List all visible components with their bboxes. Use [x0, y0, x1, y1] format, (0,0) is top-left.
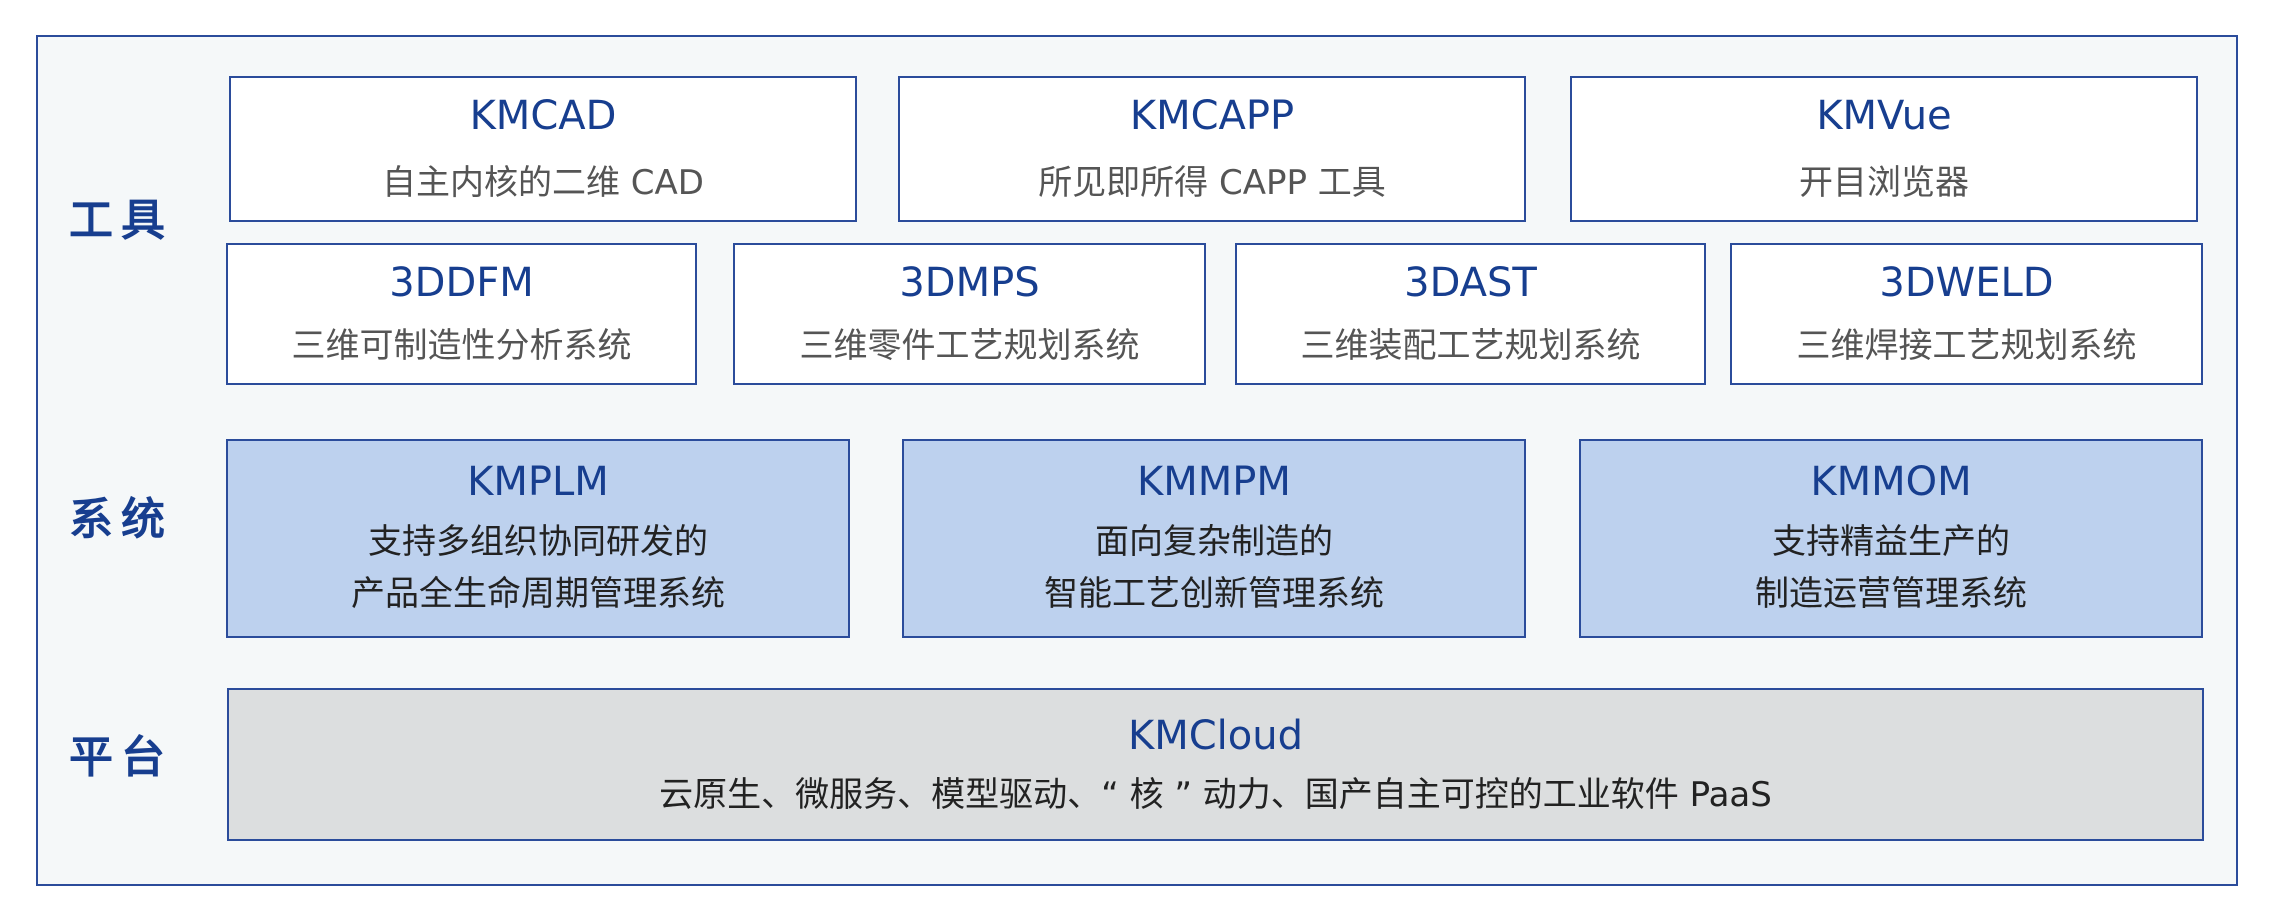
system-box-kmmom: KMMOM 支持精益生产的 制造运营管理系统 [1579, 439, 2203, 638]
product-title: KMCAPP [1129, 93, 1295, 139]
product-title: 3DAST [1404, 260, 1537, 306]
product-description-line1: 支持精益生产的 [1772, 521, 2010, 562]
platform-box-kmcloud: KMCloud 云原生、微服务、模型驱动、“ 核 ” 动力、国产自主可控的工业软… [227, 688, 2204, 841]
product-description-line2: 智能工艺创新管理系统 [1044, 573, 1384, 614]
tool-box-kmcad: KMCAD 自主内核的二维 CAD [229, 76, 857, 222]
layer-label-systems: 系统 [69, 494, 173, 545]
product-description-line1: 面向复杂制造的 [1095, 521, 1333, 562]
tool-box-3dmps: 3DMPS 三维零件工艺规划系统 [733, 243, 1206, 385]
product-description-line2: 制造运营管理系统 [1755, 573, 2027, 614]
system-box-kmplm: KMPLM 支持多组织协同研发的 产品全生命周期管理系统 [226, 439, 850, 638]
product-description: 三维焊接工艺规划系统 [1796, 326, 2137, 366]
layer-label-platform: 平台 [69, 732, 173, 783]
product-description: 三维装配工艺规划系统 [1300, 326, 1641, 366]
product-title: KMMOM [1810, 458, 1972, 505]
tool-box-3ddfm: 3DDFM 三维可制造性分析系统 [226, 243, 697, 385]
product-title: KMPLM [467, 458, 609, 505]
system-box-kmmpm: KMMPM 面向复杂制造的 智能工艺创新管理系统 [902, 439, 1526, 638]
product-title: KMVue [1816, 93, 1952, 139]
product-description: 开目浏览器 [1799, 163, 1969, 203]
product-description: 云原生、微服务、模型驱动、“ 核 ” 动力、国产自主可控的工业软件 PaaS [659, 774, 1772, 815]
product-title: 3DDFM [389, 260, 534, 306]
product-description: 三维可制造性分析系统 [291, 326, 632, 366]
layer-label-tools: 工具 [69, 195, 173, 246]
tool-box-3dast: 3DAST 三维装配工艺规划系统 [1235, 243, 1706, 385]
product-title: KMMPM [1137, 458, 1291, 505]
product-title: KMCloud [1128, 712, 1303, 759]
product-description: 三维零件工艺规划系统 [799, 326, 1140, 366]
tool-box-kmvue: KMVue 开目浏览器 [1570, 76, 2198, 222]
product-description: 所见即所得 CAPP 工具 [1038, 163, 1386, 203]
product-title: 3DMPS [899, 260, 1040, 306]
tool-box-kmcapp: KMCAPP 所见即所得 CAPP 工具 [898, 76, 1526, 222]
product-description-line2: 产品全生命周期管理系统 [351, 573, 725, 614]
product-title: 3DWELD [1879, 260, 2054, 306]
product-title: KMCAD [469, 93, 617, 139]
tool-box-3dweld: 3DWELD 三维焊接工艺规划系统 [1730, 243, 2203, 385]
product-description: 自主内核的二维 CAD [382, 163, 704, 203]
product-description-line1: 支持多组织协同研发的 [368, 521, 708, 562]
